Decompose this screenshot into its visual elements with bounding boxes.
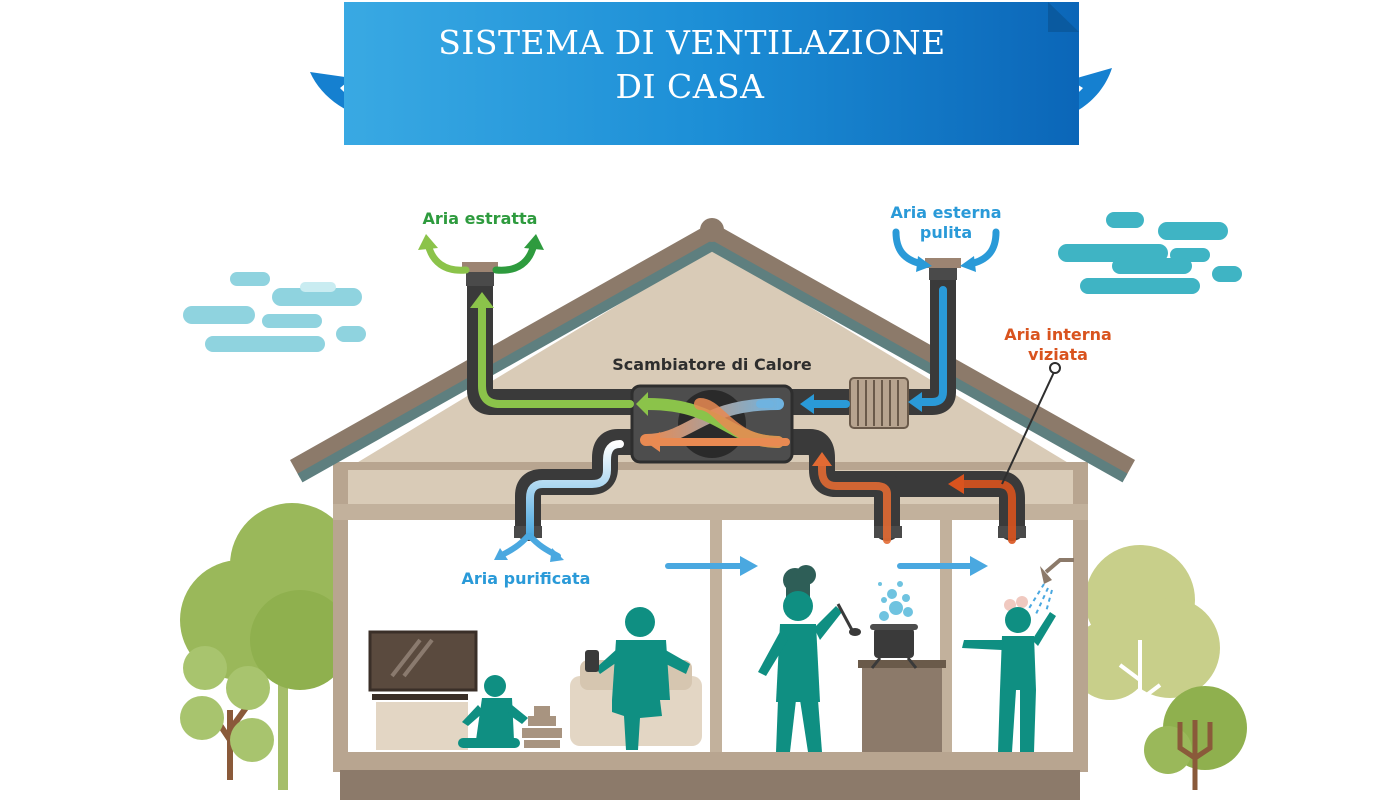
- radiator-filter-icon: [849, 377, 909, 429]
- extracted-air-label: Aria estratta: [423, 209, 538, 228]
- shower-icon: [1027, 558, 1074, 615]
- tree-icon: [180, 503, 354, 790]
- stale-air-label-line2: viziata: [1028, 345, 1088, 364]
- pot-icon: [870, 581, 918, 669]
- banner-title-line1: SISTEMA DI VENTILAZIONE: [438, 23, 946, 62]
- cloud-icon: [183, 272, 366, 352]
- chimney-icon: [462, 258, 1026, 538]
- stale-air-pointer: [1001, 362, 1061, 485]
- banner-ribbon: [344, 2, 1079, 145]
- purified-air-label: Aria purificata: [462, 569, 591, 588]
- cloud-icon: [1058, 212, 1242, 294]
- toy-blocks: [522, 706, 562, 748]
- stale-air-arrows: [646, 432, 1016, 544]
- heat-exchanger-icon: [630, 384, 794, 464]
- banner-title-line2: DI CASA: [615, 67, 765, 106]
- fresh-air-label-line1: Aria esterna: [890, 203, 1001, 222]
- stove: [858, 660, 946, 752]
- fresh-air-arrows: [756, 228, 1000, 414]
- stale-air-label-line1: Aria interna: [1004, 325, 1112, 344]
- adult-figure-sitting: [585, 607, 690, 750]
- tv-icon: [368, 630, 478, 750]
- child-figure: [458, 675, 528, 748]
- banner-arrow-icon: [310, 72, 445, 123]
- shower-person-figure: [962, 596, 1056, 752]
- banner-fold: [1048, 2, 1079, 32]
- purified-air-arrows: [494, 440, 988, 576]
- extracted-air-arrows: [418, 234, 648, 416]
- heat-exchanger-label: Scambiatore di Calore: [612, 355, 812, 374]
- tree-icon: [1070, 545, 1247, 790]
- title-banner: SISTEMA DI VENTILAZIONE DI CASA: [310, 2, 1112, 145]
- chef-figure: [758, 565, 861, 752]
- fresh-air-label-line2: pulita: [920, 223, 972, 242]
